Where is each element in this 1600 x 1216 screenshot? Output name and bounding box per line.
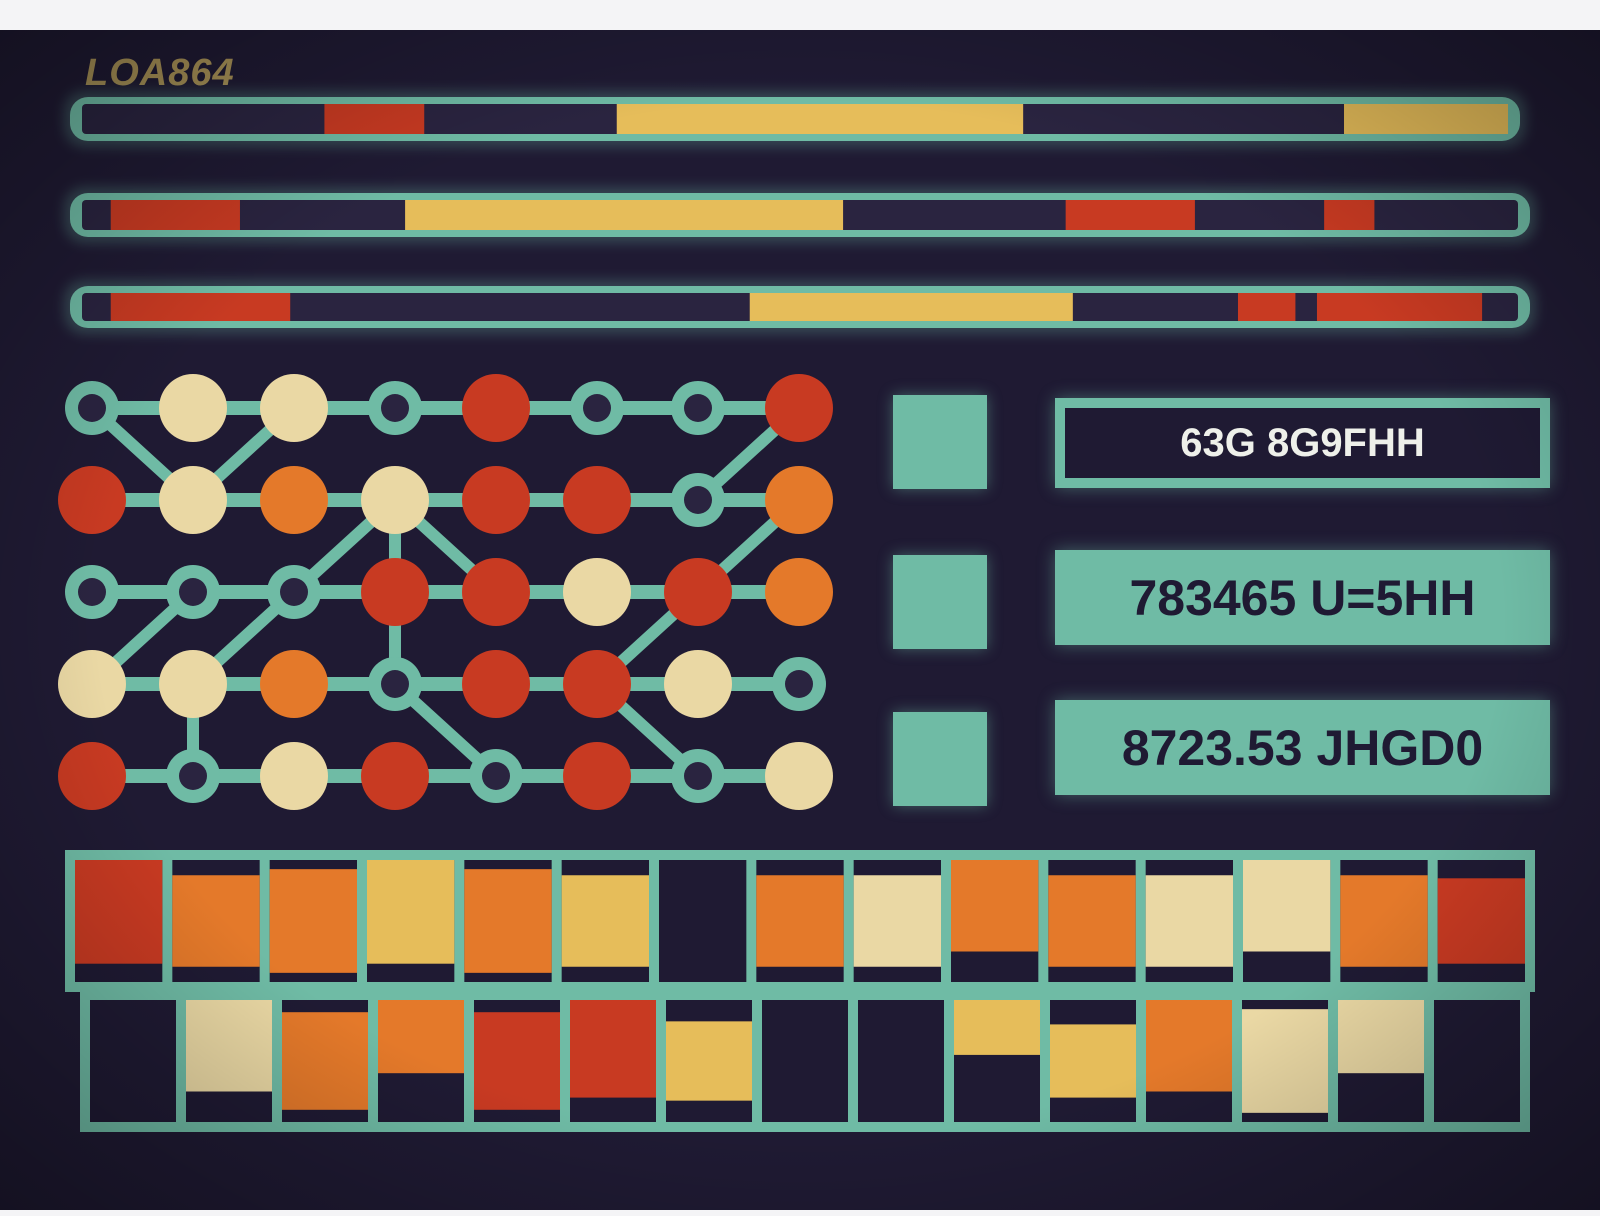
cell-fill bbox=[1437, 878, 1525, 964]
track-3-segment bbox=[110, 293, 291, 321]
indicator-square-1 bbox=[893, 395, 987, 489]
network-node-hole bbox=[482, 762, 510, 790]
network-node bbox=[159, 374, 227, 442]
cell-fill bbox=[1243, 860, 1331, 952]
network-node bbox=[563, 558, 631, 626]
network-node bbox=[159, 650, 227, 718]
cell-fill bbox=[474, 1012, 560, 1110]
network-node bbox=[765, 374, 833, 442]
network-node bbox=[563, 466, 631, 534]
network-node-hole bbox=[179, 762, 207, 790]
cell-fill bbox=[954, 1000, 1040, 1055]
network-node-hole bbox=[684, 394, 712, 422]
network-node-hole bbox=[78, 394, 106, 422]
cell-fill bbox=[464, 869, 552, 973]
cell-fill bbox=[570, 1000, 656, 1098]
track-3-segment bbox=[1316, 293, 1483, 321]
cell-fill bbox=[666, 1021, 752, 1101]
cell-fill bbox=[282, 1012, 368, 1110]
track-1-segment bbox=[324, 104, 425, 134]
track-2-segment bbox=[1065, 200, 1195, 230]
cell-strip-2 bbox=[80, 990, 1530, 1132]
track-2-segment bbox=[405, 200, 844, 230]
cell-fill bbox=[951, 860, 1039, 952]
network-node-hole bbox=[684, 486, 712, 514]
cell-fill bbox=[853, 875, 941, 967]
network-node bbox=[664, 558, 732, 626]
network-node bbox=[765, 742, 833, 810]
cell-fill bbox=[1340, 875, 1428, 967]
node-network bbox=[58, 374, 833, 810]
cell-fill bbox=[1048, 875, 1136, 967]
network-node bbox=[462, 650, 530, 718]
indicator-square-3 bbox=[893, 712, 987, 806]
cell-fill bbox=[378, 1000, 464, 1074]
network-node bbox=[664, 650, 732, 718]
cell-slot bbox=[90, 1000, 176, 1122]
network-node bbox=[361, 466, 429, 534]
cell-slot bbox=[659, 860, 747, 982]
track-bars bbox=[64, 91, 1536, 334]
network-node bbox=[361, 742, 429, 810]
cell-fill bbox=[1050, 1024, 1136, 1098]
network-node bbox=[159, 466, 227, 534]
network-node bbox=[260, 650, 328, 718]
cell-fill bbox=[1338, 1000, 1424, 1074]
network-node bbox=[361, 558, 429, 626]
network-node bbox=[260, 374, 328, 442]
network-node bbox=[260, 466, 328, 534]
network-node bbox=[462, 558, 530, 626]
readout-1: 63G 8G9FHH bbox=[1055, 398, 1550, 488]
track-3-segment bbox=[749, 293, 1073, 321]
network-node bbox=[765, 558, 833, 626]
network-node bbox=[58, 650, 126, 718]
cell-fill bbox=[172, 875, 260, 967]
network-node-hole bbox=[583, 394, 611, 422]
network-node-hole bbox=[280, 578, 308, 606]
network-node bbox=[58, 466, 126, 534]
track-2-segment bbox=[1324, 200, 1375, 230]
network-node bbox=[462, 466, 530, 534]
cell-fill bbox=[1146, 1000, 1232, 1092]
cell-fill bbox=[756, 875, 844, 967]
track-3-segment bbox=[1237, 293, 1296, 321]
track-1-segment bbox=[1344, 104, 1508, 134]
network-node-hole bbox=[381, 394, 409, 422]
cell-fill bbox=[367, 860, 455, 964]
cell-fill bbox=[269, 869, 357, 973]
cell-strip-1 bbox=[65, 850, 1535, 992]
cell-slot bbox=[1434, 1000, 1520, 1122]
cell-fill bbox=[75, 860, 163, 964]
cell-strips bbox=[65, 850, 1535, 1132]
network-node bbox=[563, 742, 631, 810]
code-label: LOA864 bbox=[85, 52, 235, 94]
readout-3: 8723.53 JHGD0 bbox=[1055, 700, 1550, 795]
network-node-hole bbox=[785, 670, 813, 698]
network-node-hole bbox=[381, 670, 409, 698]
network-node bbox=[260, 742, 328, 810]
network-node bbox=[563, 650, 631, 718]
track-1-segment bbox=[616, 104, 1024, 134]
cell-slot bbox=[858, 1000, 944, 1122]
display-screen: LOA864 63G 8G9FHH 783465 U=5HH 8723.53 J… bbox=[0, 30, 1600, 1210]
readout-2: 783465 U=5HH bbox=[1055, 550, 1550, 645]
network-node bbox=[462, 374, 530, 442]
cell-fill bbox=[1242, 1009, 1328, 1113]
track-2-segment bbox=[110, 200, 240, 230]
cell-fill bbox=[1145, 875, 1233, 967]
network-node-hole bbox=[179, 578, 207, 606]
network-node bbox=[58, 742, 126, 810]
indicator-square-2 bbox=[893, 555, 987, 649]
cell-slot bbox=[762, 1000, 848, 1122]
network-node-hole bbox=[684, 762, 712, 790]
network-node-hole bbox=[78, 578, 106, 606]
network-node bbox=[765, 466, 833, 534]
cell-fill bbox=[186, 1000, 272, 1092]
cell-fill bbox=[561, 875, 649, 967]
